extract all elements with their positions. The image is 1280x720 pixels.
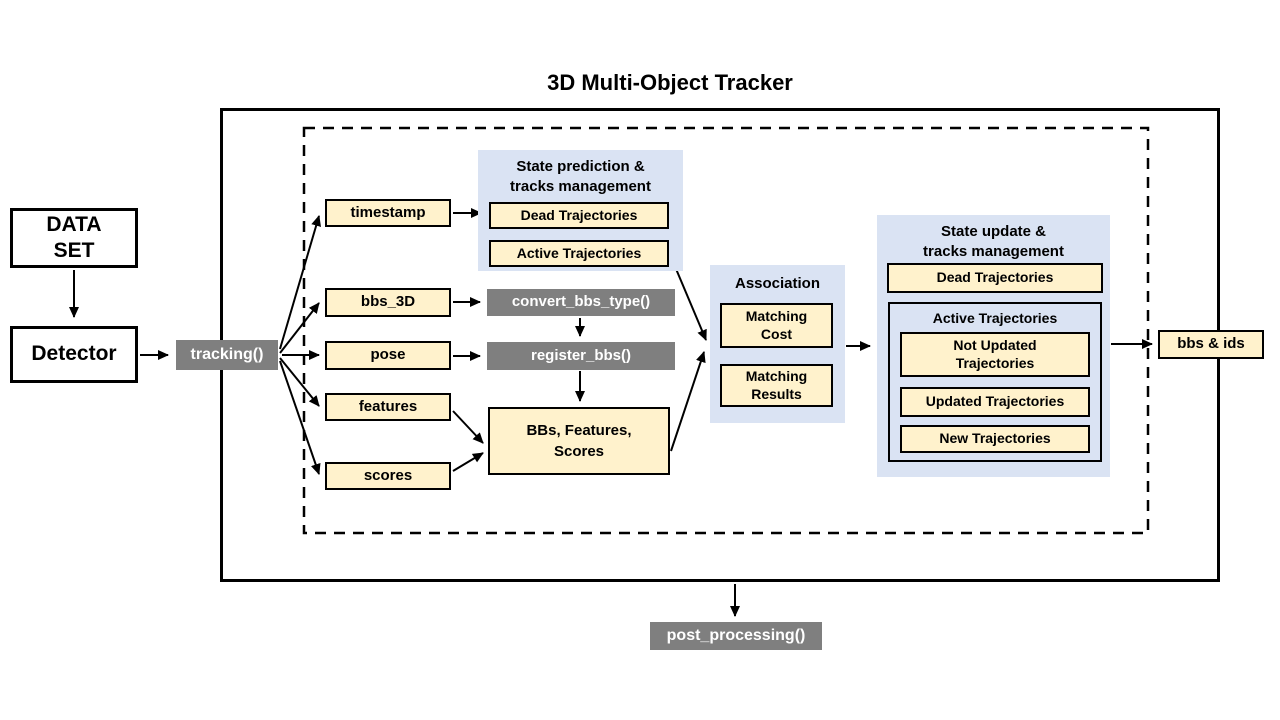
input-pose: pose (325, 341, 451, 370)
update-dead-trajectories: Dead Trajectories (887, 263, 1103, 293)
diagram-title: 3D Multi-Object Tracker (547, 70, 793, 96)
bbs-ids-node: bbs & ids (1158, 330, 1264, 359)
input-features: features (325, 393, 451, 421)
convert-bbs-type-node: convert_bbs_type() (487, 289, 675, 316)
not-updated-trajectories-node: Not Updated Trajectories (900, 332, 1090, 377)
register-bbs-node: register_bbs() (487, 342, 675, 370)
input-scores: scores (325, 462, 451, 490)
prediction-block-title: State prediction & tracks management (510, 158, 651, 196)
new-trajectories-node: New Trajectories (900, 425, 1090, 453)
post-processing-node: post_processing() (650, 622, 822, 650)
update-block-title: State update & tracks management (923, 223, 1064, 261)
tracking-node: tracking() (176, 340, 278, 370)
input-bbs3d: bbs_3D (325, 288, 451, 317)
updated-trajectories-node: Updated Trajectories (900, 387, 1090, 417)
association-block-title: Association (734, 275, 821, 292)
prediction-active-trajectories: Active Trajectories (489, 240, 669, 267)
matching-results-node: Matching Results (720, 364, 833, 407)
matching-cost-node: Matching Cost (720, 303, 833, 348)
prediction-dead-trajectories: Dead Trajectories (489, 202, 669, 229)
bbs-features-scores-node: BBs, Features, Scores (488, 407, 670, 475)
active-trajectories-container: Active Trajectories (888, 302, 1102, 462)
dataset-node: DATA SET (10, 208, 138, 268)
active-trajectories-title: Active Trajectories (932, 310, 1058, 326)
input-timestamp: timestamp (325, 199, 451, 227)
detector-node: Detector (10, 326, 138, 383)
